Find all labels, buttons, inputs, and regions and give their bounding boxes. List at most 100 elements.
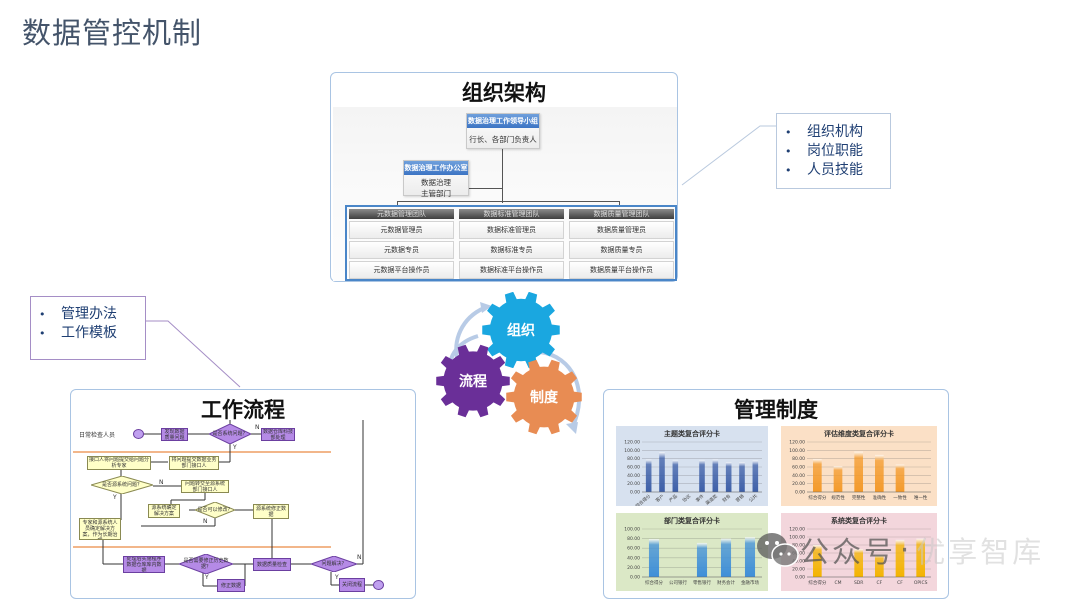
bar — [739, 462, 745, 492]
org-line — [619, 201, 620, 206]
chart-title: 部门类复合评分卡 — [664, 517, 720, 525]
flow-no-label: N — [357, 554, 362, 561]
bar — [874, 454, 884, 492]
flow-node: 接口人将问题提交给问题分析专家 — [87, 456, 151, 470]
x-tick-label: CM — [834, 580, 841, 586]
org-node-body: 数据治理 主管部门 — [404, 175, 468, 201]
flow-node: 问题转交至源系统部门接口人 — [181, 480, 229, 493]
flow-node: 关闭流程 — [339, 578, 365, 592]
flow-node: 分析专家和问题专家和源系统人员确定解决方案，作为长期治理 — [79, 518, 121, 540]
org-teams-group: 元数据管理团队 元数据管理员 元数据专员 元数据平台操作员 数据标准管理团队 数… — [345, 205, 677, 281]
x-tick-label: 财务会计 — [717, 579, 735, 586]
team-column: 数据质量管理团队 数据质量管理员 数据质量专员 数据质量平台操作员 — [569, 209, 674, 279]
flow-node: 数据仓库科技部处理 — [261, 428, 295, 441]
x-tick-label: 综合得分 — [808, 494, 826, 501]
x-tick-label: 事件 — [694, 492, 706, 503]
flow-decision: 是否需要修正历史数据？ — [179, 554, 233, 574]
flow-decision: 是否系统问题？ — [209, 424, 251, 444]
flow-decision: 是否源系统问题？ — [91, 476, 153, 494]
x-tick-label: CF — [897, 580, 903, 586]
org-node-header: 数据治理工作领导小组 — [467, 114, 539, 128]
y-tick-label: 60.00 — [792, 465, 805, 471]
x-tick-label: 客户 — [654, 493, 665, 504]
flowchart-lines — [73, 420, 373, 587]
callout-item-text: 岗位职能 — [807, 143, 863, 159]
y-tick-label: 40.00 — [627, 473, 640, 479]
bullet-icon: • — [785, 126, 792, 139]
y-tick-label: 100.00 — [624, 527, 640, 533]
org-line — [397, 201, 619, 202]
bar — [645, 459, 652, 492]
flow-node: 数据质量检查 — [253, 558, 291, 571]
y-tick-label: 40.00 — [627, 555, 640, 561]
x-tick-label: 完整性 — [852, 494, 866, 501]
y-tick-label: 120.00 — [789, 527, 805, 533]
org-line — [502, 145, 503, 203]
org-line — [469, 188, 503, 189]
bullet-icon: • — [785, 164, 792, 177]
y-tick-label: 120.00 — [624, 440, 640, 446]
flow-yes-label: Y — [233, 444, 237, 451]
bullet-icon: • — [39, 327, 46, 340]
flow-decision-text: 是否源系统问题？ — [101, 482, 142, 488]
y-tick-label: 100.00 — [789, 448, 805, 454]
wechat-icon — [757, 533, 799, 567]
team-header: 元数据管理团队 — [349, 209, 454, 219]
x-tick-label: 准确性 — [873, 494, 887, 501]
flow-node: 发现数据质量问题 — [161, 428, 188, 441]
flow-no-label: N — [255, 424, 260, 431]
flow-decision-text: 是否系统问题？ — [212, 431, 248, 437]
gear-process: 流程 — [435, 344, 511, 418]
x-tick-label: CF — [876, 580, 882, 586]
watermark: 公众号 · 优享智库 — [756, 528, 1044, 572]
chart-svg: 0.0020.0040.0060.0080.00100.00120.00综合得分… — [781, 426, 937, 506]
x-tick-label: 综合得分 — [808, 579, 826, 586]
management-panel-title: 管理制度 — [734, 398, 818, 422]
callout-item-text: 人员技能 — [807, 162, 863, 178]
team-role: 元数据管理员 — [349, 221, 454, 239]
flow-node: 源系统修正数据 — [253, 504, 289, 519]
team-role: 数据质量平台操作员 — [569, 261, 674, 279]
process-callout-connector — [146, 320, 241, 388]
bar — [752, 460, 759, 492]
org-node-office: 数据治理工作办公室 数据治理 主管部门 — [403, 160, 469, 198]
callout-item: •岗位职能 — [785, 142, 890, 161]
y-tick-label: 20.00 — [792, 481, 805, 487]
bullet-icon: • — [39, 308, 46, 321]
org-callout: •组织机构 •岗位职能 •人员技能 — [776, 113, 891, 189]
bar — [744, 537, 756, 577]
bar — [696, 542, 708, 577]
callout-item: •工作模板 — [39, 324, 145, 343]
x-tick-label: OPICS — [914, 580, 928, 586]
gear-organization: 组织 — [481, 292, 561, 368]
bar — [672, 459, 679, 492]
org-node-body: 行长、各部门负责人 — [469, 135, 537, 144]
scorecard-chart-system: 0.0020.0040.0060.0080.00100.00120.00综合得分… — [781, 513, 937, 591]
bar — [833, 466, 843, 492]
org-structure-panel: 组织架构 数据治理工作领导小组 行长、各部门负责人 数据治理工作办公室 数据治理… — [330, 72, 678, 282]
workflow-panel-title: 工作流程 — [201, 398, 285, 422]
flow-decision-text: 问题解决？ — [321, 561, 347, 567]
chart-svg: 0.0020.0040.0060.0080.00100.00120.00综合得分… — [781, 513, 937, 591]
team-header: 数据标准管理团队 — [459, 209, 564, 219]
callout-item: •组织机构 — [785, 123, 890, 142]
bar — [648, 539, 660, 577]
bar — [659, 452, 665, 492]
flow-no-label: N — [203, 518, 208, 525]
org-line — [397, 201, 398, 206]
bar — [854, 451, 864, 492]
flow-start-node — [133, 429, 144, 439]
y-tick-label: 80.00 — [792, 456, 805, 462]
y-tick-label: 40.00 — [792, 473, 805, 479]
y-tick-label: 0.00 — [630, 575, 640, 581]
x-tick-label: 金融市场 — [741, 579, 759, 586]
x-tick-label: 公司银行 — [669, 579, 687, 586]
y-tick-label: 60.00 — [627, 546, 640, 552]
flow-decision-text: 是否可以修改？ — [197, 507, 233, 513]
flow-yes-label: Y — [113, 494, 117, 501]
flow-yes-label: Y — [335, 574, 339, 581]
watermark-text: 优享智库 — [916, 535, 1045, 569]
y-tick-label: 40.00 — [792, 559, 805, 565]
